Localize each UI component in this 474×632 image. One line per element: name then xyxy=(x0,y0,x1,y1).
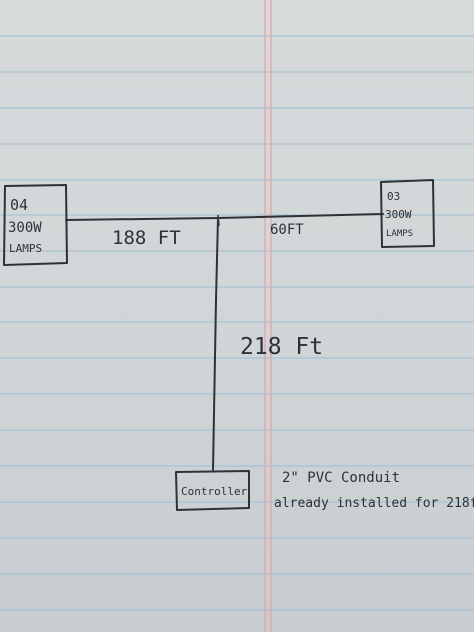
lamp-left-count: 04 xyxy=(10,196,28,214)
distance-down-label: 218 Ft xyxy=(240,334,323,360)
lamp-box-left: 04 300W LAMPS xyxy=(3,184,68,266)
ruled-lines xyxy=(0,35,474,611)
distance-right-label: 60FT xyxy=(270,222,304,238)
controller-box: Controller xyxy=(175,470,250,511)
wire-down-run xyxy=(212,217,219,471)
controller-label: Controller xyxy=(181,485,248,498)
junction-tick xyxy=(217,214,220,227)
wire-right-run xyxy=(217,213,384,219)
lamp-right-label: LAMPS xyxy=(386,229,413,239)
lamp-left-wattage: 300W xyxy=(8,220,42,236)
lamp-box-right: 03 300W LAMPS xyxy=(380,179,435,248)
distance-left-label: 188 FT xyxy=(112,227,181,249)
lamp-right-wattage: 300W xyxy=(385,208,412,221)
margin-lines xyxy=(264,0,272,632)
wire-runs xyxy=(65,213,384,471)
lamp-right-count: 03 xyxy=(387,190,400,203)
conduit-note-line1: 2" PVC Conduit xyxy=(282,470,400,486)
lamp-left-label: LAMPS xyxy=(9,242,42,255)
conduit-note-line2: already installed for 218ft xyxy=(274,496,474,511)
wire-left-run xyxy=(65,217,219,221)
